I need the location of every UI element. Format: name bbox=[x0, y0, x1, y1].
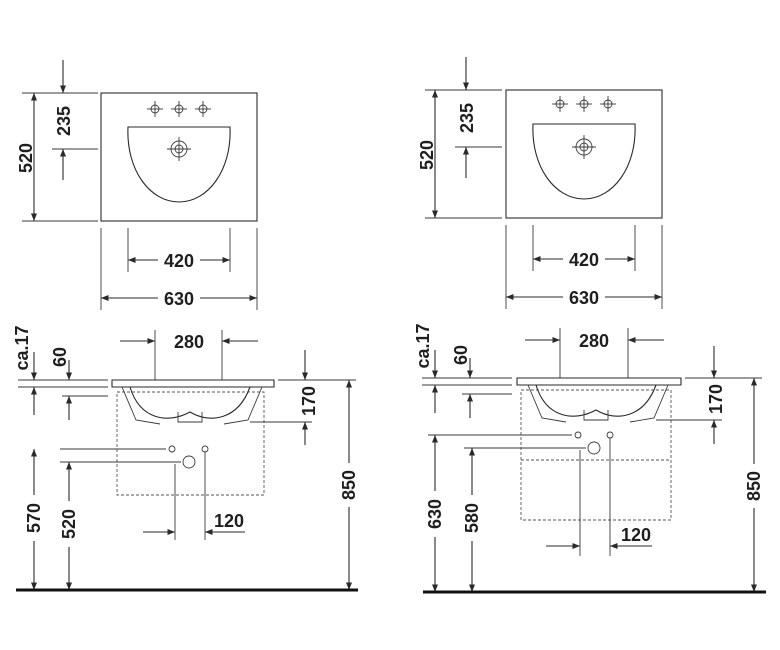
left-front-view: 280 bbox=[12, 325, 361, 592]
basin-front bbox=[516, 377, 682, 521]
depth-dimension: 520 bbox=[16, 92, 98, 222]
left-top-view: 520 235 420 63 bbox=[16, 60, 258, 310]
drain-height-dimension: 520 bbox=[57, 462, 81, 590]
rim-offset-label: 60 bbox=[50, 347, 70, 367]
right-front-view: 280 ca bbox=[413, 323, 766, 594]
tap-distance-dimension: 235 bbox=[52, 60, 98, 180]
vanity-outline bbox=[116, 391, 265, 496]
supply-height-dimension: 630 bbox=[423, 435, 447, 592]
bowl-outline bbox=[127, 126, 231, 203]
drain-symbol bbox=[167, 137, 191, 161]
bowl-outline bbox=[532, 123, 636, 200]
edge-thickness-label: ca.17 bbox=[413, 323, 433, 368]
total-height-label: 850 bbox=[339, 470, 359, 500]
tap-distance-dimension: 235 bbox=[455, 57, 502, 178]
drain-height-dimension: 580 bbox=[460, 448, 484, 592]
drain-symbol bbox=[572, 135, 596, 159]
drain-spacing-dimension: 120 bbox=[143, 452, 245, 540]
tap-distance-label: 235 bbox=[54, 106, 74, 136]
tap-hole-icons bbox=[147, 101, 211, 117]
supply-height-label: 570 bbox=[24, 503, 44, 533]
drain-spacing-dimension: 120 bbox=[546, 438, 652, 556]
supply-height-label: 630 bbox=[425, 499, 445, 529]
tap-spacing-dimension: 280 bbox=[525, 328, 664, 378]
tap-spacing-label: 280 bbox=[174, 332, 204, 352]
total-height-dimension: 850 bbox=[278, 379, 361, 590]
basin-outline bbox=[100, 92, 258, 222]
depth-label: 520 bbox=[417, 140, 437, 170]
left-drawing: 520 235 420 63 bbox=[12, 60, 361, 592]
overall-width-label: 630 bbox=[569, 288, 599, 308]
drain-spacing-label: 120 bbox=[621, 525, 651, 545]
overall-width-label: 630 bbox=[164, 289, 194, 309]
tap-hole-icons bbox=[552, 96, 616, 112]
depth-label: 520 bbox=[16, 143, 36, 173]
edge-thickness-dimension: ca.17 bbox=[12, 325, 108, 415]
drain-height-label: 520 bbox=[59, 509, 79, 539]
tap-spacing-label: 280 bbox=[579, 331, 609, 351]
supply-connections bbox=[428, 431, 614, 455]
bowl-depth-label: 170 bbox=[299, 386, 319, 416]
supply-connections bbox=[60, 445, 209, 469]
drain-spacing-label: 120 bbox=[214, 511, 244, 531]
total-height-dimension: 850 bbox=[685, 377, 766, 592]
total-height-label: 850 bbox=[744, 471, 764, 501]
edge-thickness-label: ca.17 bbox=[12, 325, 32, 370]
edge-thickness-dimension: ca.17 bbox=[413, 323, 512, 413]
overall-width-dimension: 630 bbox=[100, 228, 258, 310]
bowl-depth-dimension: 170 bbox=[656, 346, 726, 444]
basin-front bbox=[111, 379, 275, 496]
bowl-width-dimension: 420 bbox=[532, 225, 636, 271]
drain-height-label: 580 bbox=[462, 503, 482, 533]
bowl-depth-label: 170 bbox=[706, 384, 726, 414]
tap-spacing-dimension: 280 bbox=[120, 330, 258, 380]
bowl-width-label: 420 bbox=[164, 251, 194, 271]
tap-distance-label: 235 bbox=[457, 103, 477, 133]
vanity-outline bbox=[520, 389, 672, 521]
bowl-width-label: 420 bbox=[569, 250, 599, 270]
right-drawing: 520 235 420 630 bbox=[413, 57, 766, 594]
overall-width-dimension: 630 bbox=[505, 225, 663, 309]
bowl-depth-dimension: 170 bbox=[250, 350, 319, 445]
depth-dimension: 520 bbox=[417, 89, 502, 219]
rim-offset-dimension: 60 bbox=[50, 347, 108, 420]
bowl-width-dimension: 420 bbox=[127, 228, 231, 272]
right-top-view: 520 235 420 630 bbox=[417, 57, 663, 309]
rim-offset-label: 60 bbox=[451, 345, 471, 365]
supply-height-dimension: 570 bbox=[22, 449, 46, 590]
rim-offset-dimension: 60 bbox=[451, 345, 512, 418]
basin-outline bbox=[505, 89, 663, 219]
